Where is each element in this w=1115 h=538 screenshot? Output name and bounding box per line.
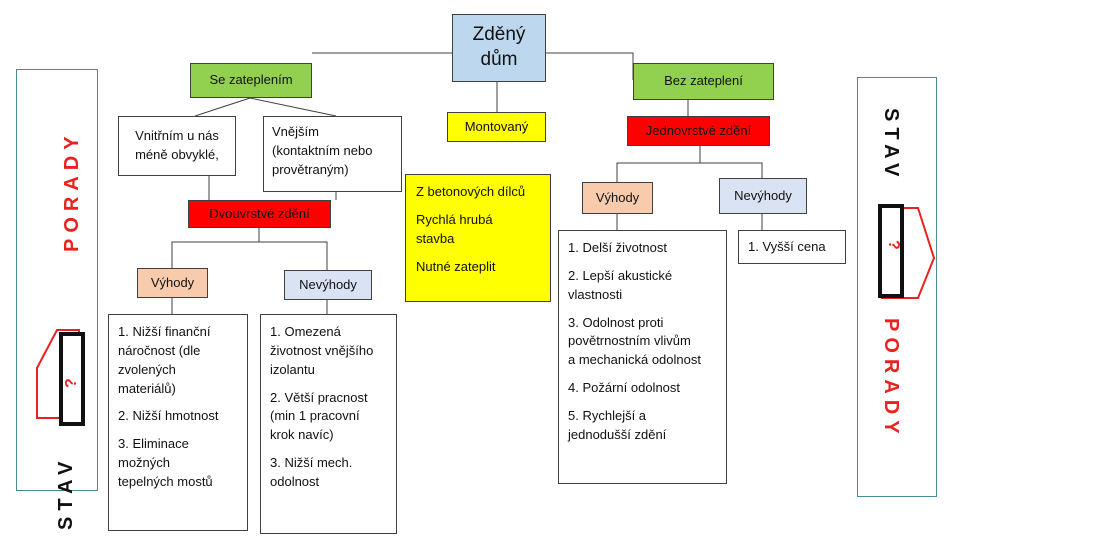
cons-label-right: Nevýhody [719,178,807,214]
pros-list-right: 1. Delší životnost 2. Lepší akustické vl… [558,230,727,484]
inner-insulation-node: Vnitřním u nás méně obvyklé, [118,116,236,176]
assembled-details: Z betonových dílců Rychlá hrubá stavba N… [405,174,551,302]
assembled-detail-item: Rychlá hrubá stavba [416,211,493,246]
single-layer-wall-node: Jednovrstvé zdění [627,116,770,146]
root-node: Zděný dům [452,14,546,82]
logo-left-mark: ? [63,372,80,388]
pros-label-left: Výhody [137,268,208,298]
logo-right-mark: ? [885,240,902,256]
stavporady-logo-left: STAV ? PORADY [16,69,98,530]
stavporady-logo-right: STAV ? PORADY [857,77,937,497]
assembled-node: Montovaný [447,112,546,142]
pros-left-item: 1. Nižší finanční náročnost (dle zvolený… [118,324,211,396]
cons-list-right: 1. Vyšší cena [738,230,846,264]
branch-with-insulation: Se zateplením [190,63,312,98]
pros-right-item: 5. Rychlejší a jednodušší zdění [568,407,667,442]
connector-type-cons [259,241,328,270]
pros-list-left: 1. Nižší finanční náročnost (dle zvolený… [108,314,248,531]
cons-left-item: 3. Nižší mech. odolnost [270,455,353,489]
connector-type-pros [171,228,260,268]
cons-left-item: 2. Větší pracnost (min 1 pracovní krok n… [270,389,368,443]
cons-left-item: 1. Omezená životnost vnějšího izolantu [270,324,374,377]
cons-right-item: 1. Vyšší cena [748,239,826,254]
pros-label-right: Výhody [582,182,653,214]
branch-without-insulation: Bez zateplení [633,63,774,100]
logo-left-word-stav: STAV [55,455,77,530]
connector-type-pros-right [616,146,701,182]
pros-left-item: 3. Eliminace možných tepelných mostů [118,436,213,489]
assembled-detail-item: Z betonových dílců [416,184,526,199]
double-layer-wall-node: Dvouvrstvé zdění [188,200,331,228]
pros-right-item: 4. Požární odolnost [568,380,681,396]
cons-list-left: 1. Omezená životnost vnějšího izolantu 2… [260,314,397,534]
pros-left-item: 2. Nižší hmotnost [118,408,219,424]
cons-label-left: Nevýhody [284,270,372,300]
logo-right-word-stav: STAV [880,108,902,183]
logo-left-graphic [36,329,85,426]
pros-right-item: 3. Odolnost proti povětrnostním vlivům a… [568,314,701,368]
connector-root-right [545,52,634,80]
pros-right-item: 2. Lepší akustické vlastnosti [568,267,673,302]
logo-left-frame [59,332,85,426]
pros-right-item: 1. Delší životnost [568,240,667,255]
logo-right-frame [878,204,904,298]
outer-insulation-node: Vnějším (kontaktním nebo provětraným) [263,116,402,192]
logo-right-graphic [878,204,936,299]
logo-right-word-porady: PORADY [880,318,902,440]
logo-left-word-porady: PORADY [61,130,83,252]
connector-branch-outer [249,97,337,117]
connector-type-cons-right [700,162,763,178]
connector-branch-inner [194,97,251,117]
assembled-detail-item: Nutné zateplit [416,258,496,274]
